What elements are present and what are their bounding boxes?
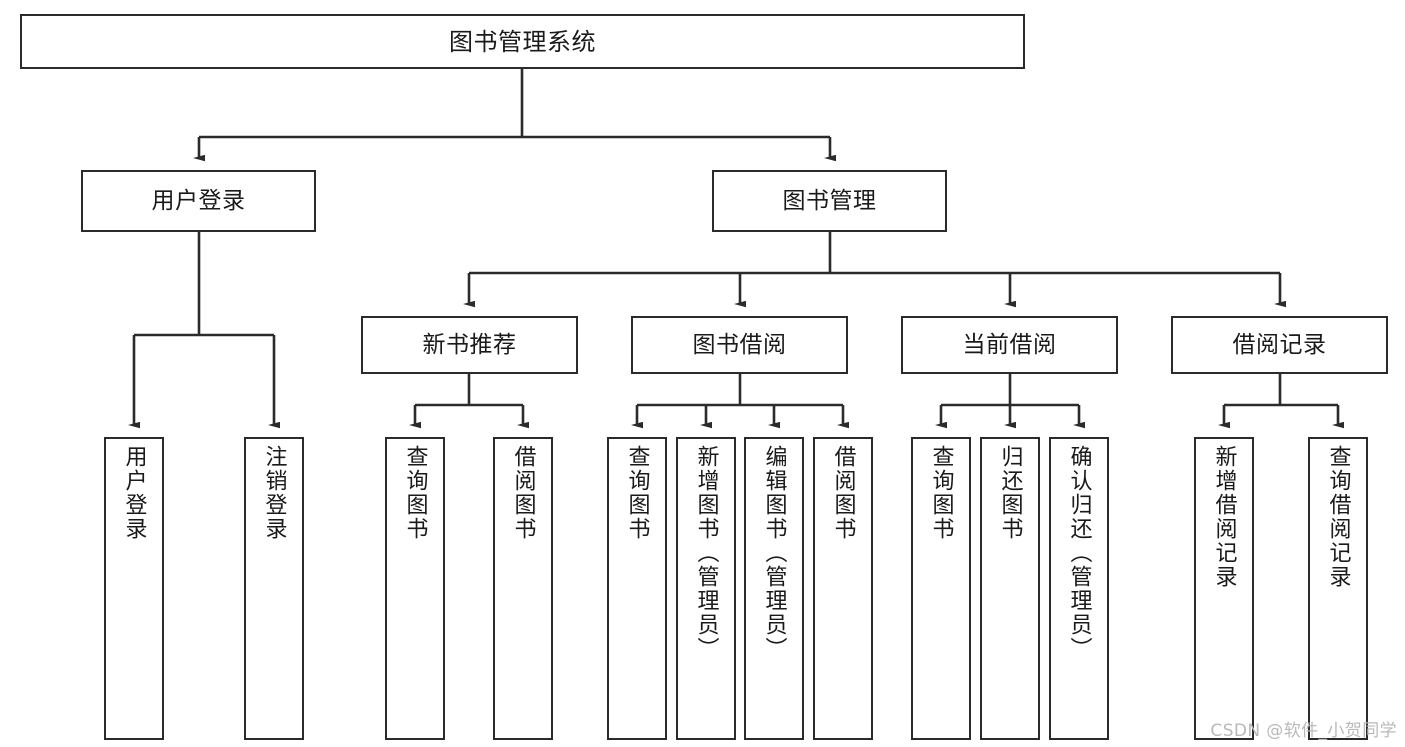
leaf-borrow-book[interactable]: 借阅图书 [813, 437, 873, 740]
node-label: 注销登录 [261, 445, 287, 541]
node-label: 查询图书 [928, 445, 954, 541]
leaf-confirm-return-admin[interactable]: 确认归还（管理员） [1049, 437, 1109, 740]
node-label: 查询图书 [624, 445, 650, 541]
node-book-borrow[interactable]: 图书借阅 [631, 316, 848, 374]
node-label: 查询借阅记录 [1325, 445, 1351, 589]
leaf-query-borrow-record[interactable]: 查询借阅记录 [1308, 437, 1368, 740]
leaf-add-borrow-record[interactable]: 新增借阅记录 [1194, 437, 1254, 740]
node-label: 查询图书 [402, 445, 428, 541]
node-label: 图书借阅 [692, 331, 787, 358]
node-new-book-recommend[interactable]: 新书推荐 [361, 316, 578, 374]
node-label: 用户登录 [121, 445, 147, 541]
leaf-logout[interactable]: 注销登录 [244, 437, 304, 740]
node-label: 借阅图书 [830, 445, 856, 541]
node-label: 新书推荐 [422, 331, 517, 358]
watermark: CSDN @软件_小贺同学 [1210, 721, 1397, 741]
node-label: 新增图书（管理员） [693, 445, 719, 661]
node-label: 图书管理系统 [449, 27, 596, 56]
node-current-borrow[interactable]: 当前借阅 [901, 316, 1118, 374]
node-root-system[interactable]: 图书管理系统 [20, 14, 1025, 69]
node-book-management[interactable]: 图书管理 [712, 170, 947, 232]
node-label: 借阅图书 [510, 445, 536, 541]
node-label: 用户登录 [151, 187, 246, 214]
node-label: 编辑图书（管理员） [761, 445, 787, 661]
leaf-return-book[interactable]: 归还图书 [980, 437, 1040, 740]
node-label: 归还图书 [997, 445, 1023, 541]
node-label: 新增借阅记录 [1211, 445, 1237, 589]
leaf-query-book-current[interactable]: 查询图书 [911, 437, 971, 740]
leaf-borrow-book-recommend[interactable]: 借阅图书 [493, 437, 553, 740]
leaf-query-book-recommend[interactable]: 查询图书 [385, 437, 445, 740]
leaf-query-book[interactable]: 查询图书 [607, 437, 667, 740]
node-user-login[interactable]: 用户登录 [81, 170, 316, 232]
node-label: 借阅记录 [1232, 331, 1327, 358]
node-label: 当前借阅 [962, 331, 1057, 358]
node-label: 图书管理 [782, 187, 877, 214]
node-label: 确认归还（管理员） [1066, 445, 1092, 661]
leaf-user-login[interactable]: 用户登录 [104, 437, 164, 740]
leaf-edit-book-admin[interactable]: 编辑图书（管理员） [744, 437, 804, 740]
node-borrow-records[interactable]: 借阅记录 [1171, 316, 1388, 374]
leaf-add-book-admin[interactable]: 新增图书（管理员） [676, 437, 736, 740]
